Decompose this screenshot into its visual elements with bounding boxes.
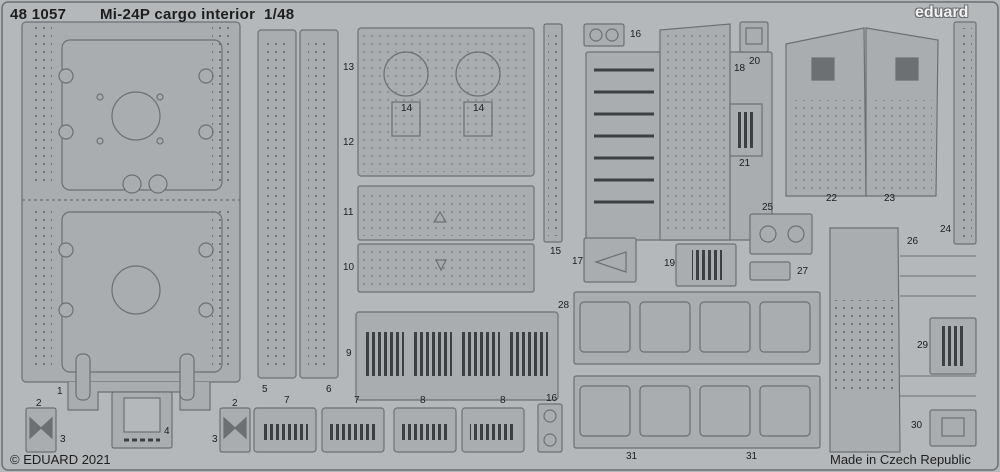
part-label-4: 4 xyxy=(164,426,170,437)
kit-number: 48 1057 xyxy=(10,6,67,23)
part-label-12: 12 xyxy=(343,137,355,148)
rib-rack xyxy=(585,23,773,241)
part-label-3b: 3 xyxy=(212,434,218,445)
kit-scale: 1/48 xyxy=(264,6,295,23)
part-22-door xyxy=(785,27,867,197)
origin-text: Made in Czech Republic xyxy=(830,452,971,467)
part-label-27: 27 xyxy=(797,266,809,277)
copyright-text: © EDUARD 2021 xyxy=(10,452,111,467)
part-16-bottom xyxy=(537,403,563,453)
part-28-seat-row xyxy=(573,291,821,365)
part-label-31a: 31 xyxy=(626,451,638,462)
part-8-pair xyxy=(393,407,525,453)
part-23-door xyxy=(865,27,939,197)
part-label-29: 29 xyxy=(917,340,929,351)
part-label-5: 5 xyxy=(262,384,268,395)
part-label-30: 30 xyxy=(911,420,923,431)
part-13-14-upper-panel xyxy=(357,27,535,177)
part-1-floor-panel xyxy=(21,21,241,411)
part-label-17: 17 xyxy=(572,256,584,267)
part-label-31b: 31 xyxy=(746,451,758,462)
part-4 xyxy=(111,391,173,449)
part-18-20 xyxy=(739,21,769,53)
part-11-panel xyxy=(357,185,535,241)
part-label-2b: 2 xyxy=(232,398,238,409)
part-label-20: 20 xyxy=(749,56,761,67)
part-label-8b: 8 xyxy=(500,395,506,406)
part-label-21: 21 xyxy=(739,158,751,169)
part-label-16a: 16 xyxy=(630,29,642,40)
part-label-26: 26 xyxy=(907,236,919,247)
part-25-27 xyxy=(749,213,813,281)
part-30 xyxy=(929,409,977,447)
part-label-13: 13 xyxy=(343,62,355,73)
part-16-top xyxy=(583,23,625,47)
part-label-16b: 16 xyxy=(546,393,558,404)
part-24-strip xyxy=(953,21,977,245)
kit-title: Mi-24P cargo interior xyxy=(100,6,256,23)
part-label-18: 18 xyxy=(734,63,746,74)
part-17 xyxy=(583,237,637,283)
part-label-14b: 14 xyxy=(473,103,485,114)
part-label-8a: 8 xyxy=(420,395,426,406)
part-6-rail xyxy=(299,29,339,379)
part-label-19: 19 xyxy=(664,258,676,269)
part-label-7b: 7 xyxy=(354,395,360,406)
part-31-seat-row xyxy=(573,375,821,449)
part-label-3a: 3 xyxy=(60,434,66,445)
part-label-10: 10 xyxy=(343,262,355,273)
part-10-panel xyxy=(357,243,535,293)
part-label-24: 24 xyxy=(940,224,952,235)
part-label-6: 6 xyxy=(326,384,332,395)
part-5-rail xyxy=(257,29,297,379)
part-19 xyxy=(675,243,737,287)
part-label-9: 9 xyxy=(346,348,352,359)
part-label-14a: 14 xyxy=(401,103,413,114)
part-2-3-left xyxy=(25,407,57,453)
part-label-23: 23 xyxy=(884,193,896,204)
part-26-panel xyxy=(829,227,976,453)
part-9-seat-frames xyxy=(355,311,559,401)
part-label-22: 22 xyxy=(826,193,838,204)
part-label-15: 15 xyxy=(550,246,562,257)
part-7-pair xyxy=(253,407,385,453)
part-label-11: 11 xyxy=(343,207,354,218)
part-21 xyxy=(729,103,763,157)
part-label-28: 28 xyxy=(558,300,570,311)
part-label-1: 1 xyxy=(57,386,63,397)
part-15-rail xyxy=(543,23,563,243)
part-label-7a: 7 xyxy=(284,395,290,406)
part-29 xyxy=(929,317,977,375)
part-2-3-right xyxy=(219,407,251,453)
part-label-25: 25 xyxy=(762,202,774,213)
part-label-2a: 2 xyxy=(36,398,42,409)
eduard-logo: eduard xyxy=(915,4,969,21)
